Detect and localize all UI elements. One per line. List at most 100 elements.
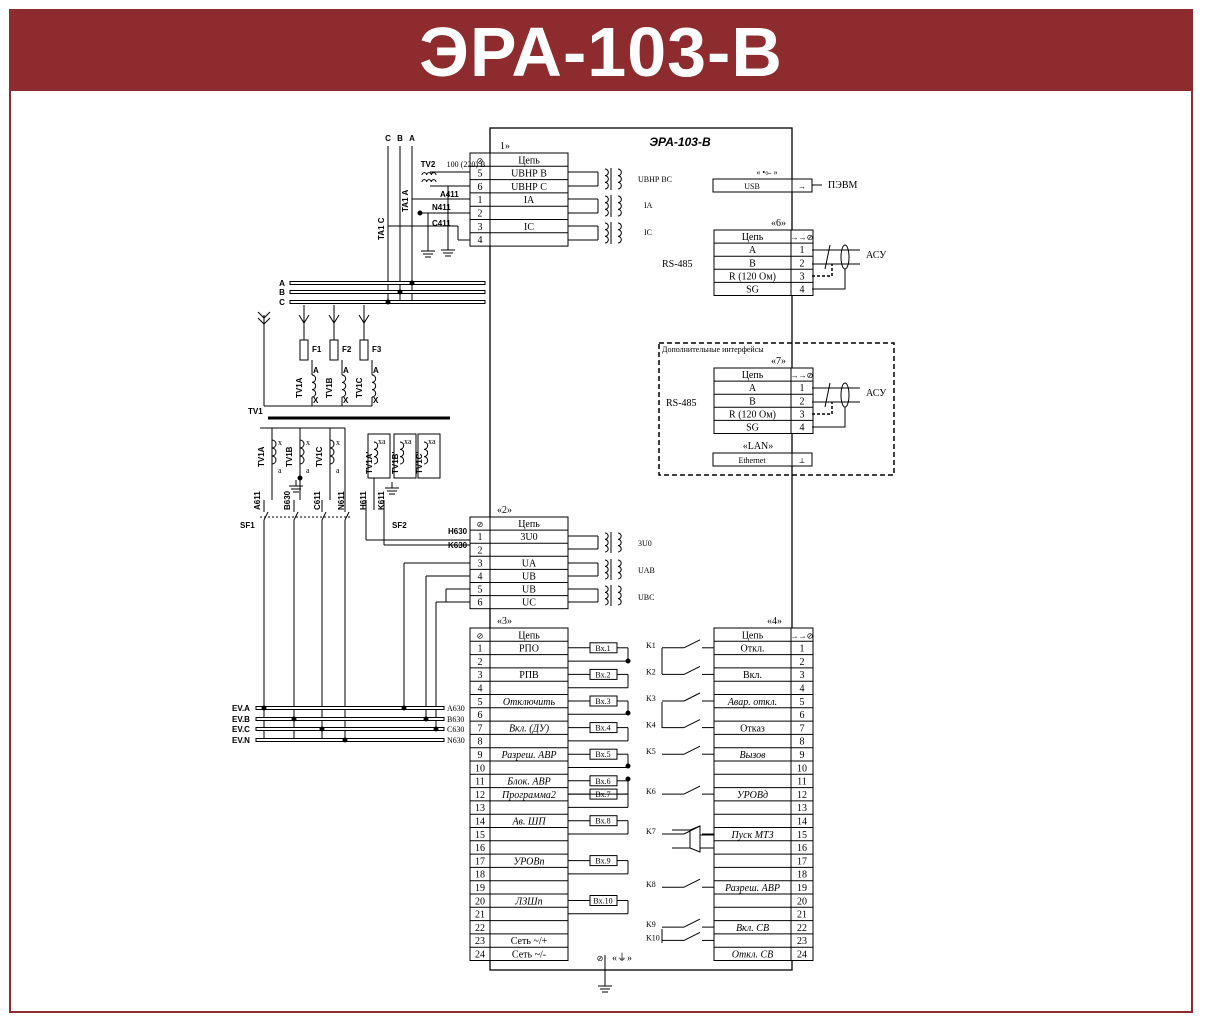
signal-label: ЛЗШп bbox=[514, 896, 542, 907]
terminal-label: A bbox=[313, 366, 319, 375]
coil-icon bbox=[373, 441, 379, 465]
device-title: ЭРА-103-В bbox=[649, 135, 711, 149]
ev-bus-label: EV.B bbox=[232, 715, 250, 724]
lan-icon: ⟂ bbox=[799, 456, 805, 465]
pin-number: 13 bbox=[797, 803, 807, 814]
phase-label: B bbox=[397, 134, 403, 143]
input-label: Вх.8 bbox=[595, 817, 610, 826]
relay-label: K2 bbox=[646, 667, 656, 676]
junction-dot bbox=[261, 705, 267, 711]
pin-number: 1 bbox=[800, 245, 805, 256]
coil-icon bbox=[617, 168, 622, 190]
signal-label: Авар. откл. bbox=[727, 697, 777, 708]
pin-number: 20 bbox=[475, 896, 485, 907]
junction-dot bbox=[625, 763, 631, 769]
fuse-label: F3 bbox=[372, 345, 382, 354]
output-label: UВНР ВС bbox=[638, 175, 672, 184]
pin-number: 4 bbox=[478, 572, 483, 583]
tv-secondary-label: TV1A bbox=[257, 446, 266, 467]
input-label: Вх.3 bbox=[595, 697, 610, 706]
coil-icon bbox=[617, 532, 622, 553]
pin-header: →→⊘ bbox=[791, 631, 814, 640]
pin-number: 10 bbox=[475, 763, 485, 774]
connector-label: 1» bbox=[500, 141, 510, 152]
junction-dot bbox=[625, 776, 631, 782]
ev-bus-label: EV.N bbox=[232, 736, 250, 745]
page-title: ЭРА-103-В bbox=[419, 13, 783, 91]
pin-number: 3 bbox=[478, 670, 483, 681]
pin-number: 17 bbox=[475, 856, 485, 867]
terminal-label: A bbox=[343, 366, 349, 375]
connector-label: «3» bbox=[497, 616, 512, 627]
wire-label: C611 bbox=[313, 491, 322, 510]
pin-number: 8 bbox=[478, 737, 483, 748]
pin-number: 6 bbox=[800, 710, 805, 721]
bus-label: B bbox=[279, 288, 285, 297]
junction-dot bbox=[409, 280, 415, 286]
tv-secondary-label: TV1C bbox=[315, 446, 324, 467]
coil-icon bbox=[617, 585, 622, 606]
signal-label: A bbox=[749, 383, 757, 394]
connector-label: «4» bbox=[767, 616, 782, 627]
ethernet-port bbox=[712, 452, 813, 467]
junction-dot bbox=[385, 299, 391, 305]
junction-dot bbox=[319, 726, 325, 732]
coil-icon bbox=[271, 439, 277, 465]
pin-number: 23 bbox=[797, 936, 807, 947]
pin-number: 23 bbox=[475, 936, 485, 947]
tv2-label: TV2 bbox=[421, 160, 436, 169]
signal-label: Блок. АВР bbox=[506, 777, 550, 788]
tv-primary-label: TV1A bbox=[295, 377, 304, 398]
pin-number: 15 bbox=[797, 830, 807, 841]
asu-label: АСУ bbox=[866, 388, 887, 399]
ev-bus-label: EV.C bbox=[232, 725, 250, 734]
coil-icon bbox=[604, 222, 609, 244]
pin-number: 5 bbox=[800, 697, 805, 708]
pin-number: 1 bbox=[800, 644, 805, 655]
coil-icon bbox=[311, 374, 317, 398]
tv-secondary-label: TV1B bbox=[285, 446, 294, 467]
ta1a-label: TA1 A bbox=[401, 190, 410, 212]
signal-label: Вкл. СВ bbox=[736, 923, 769, 934]
ev-bus-label: EV.A bbox=[232, 704, 250, 713]
tv-primary-label: TV1B bbox=[325, 377, 334, 398]
signal-label: UB bbox=[522, 572, 536, 583]
pin-number: 7 bbox=[478, 723, 483, 734]
pin-number: 21 bbox=[475, 910, 485, 921]
coil-icon bbox=[341, 374, 347, 398]
pin-number: 16 bbox=[475, 843, 485, 854]
coil-icon bbox=[299, 439, 305, 465]
ground-symbol: ⊘ bbox=[597, 954, 604, 963]
pc-label: ПЭВМ bbox=[828, 180, 857, 191]
pin-number: 12 bbox=[797, 790, 807, 801]
signal-label: UA bbox=[522, 558, 537, 569]
ev-code-label: N630 bbox=[447, 736, 465, 745]
signal-label: Ав. ШП bbox=[511, 817, 546, 828]
pin-number: 1 bbox=[478, 532, 483, 543]
signal-label: UB bbox=[522, 585, 536, 596]
pin-number: 20 bbox=[797, 896, 807, 907]
bus-label: C bbox=[279, 298, 285, 307]
pin-number: 3 bbox=[478, 222, 483, 233]
pin-number: 6 bbox=[478, 598, 483, 609]
tv1-label: TV1 bbox=[248, 407, 263, 416]
coil-icon bbox=[617, 195, 622, 217]
pin-number: 10 bbox=[797, 763, 807, 774]
lan-label: «LAN» bbox=[743, 441, 774, 452]
output-label: UAB bbox=[638, 566, 655, 575]
junction-dot bbox=[342, 737, 348, 743]
connector-label: «7» bbox=[771, 356, 786, 367]
pin-header: →→⊘ bbox=[791, 371, 814, 380]
pin-number: 1 bbox=[800, 383, 805, 394]
circuit-header: Цепь bbox=[518, 519, 540, 530]
fuse-label: F1 bbox=[312, 345, 322, 354]
signal-label: Разреш. АВР bbox=[724, 883, 780, 894]
relay-label: K3 bbox=[646, 694, 656, 703]
terminal-label: x bbox=[336, 438, 340, 447]
title-banner bbox=[9, 9, 1193, 91]
input-label: Вх.10 bbox=[593, 897, 612, 906]
signal-label: Разреш. АВР bbox=[501, 750, 557, 761]
usb-label: USB bbox=[744, 182, 760, 191]
pin-number: 22 bbox=[475, 923, 485, 934]
